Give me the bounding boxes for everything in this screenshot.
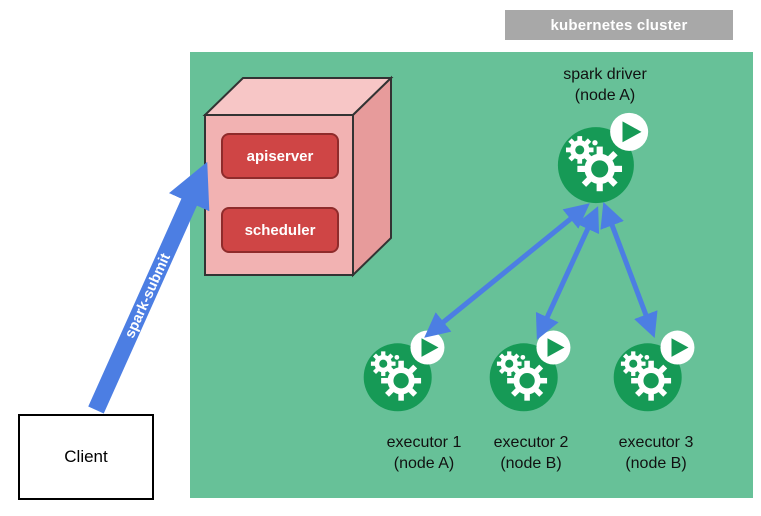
scheduler-box: scheduler [221,207,339,253]
spark-driver-pod-icon [556,110,651,205]
executor-2-label: executor 2 (node B) [461,432,601,474]
executor-1-label: executor 1 (node A) [354,432,494,474]
client-box: Client [18,414,154,500]
executor-3-node: (node B) [625,455,687,472]
executor-2-title: executor 2 [493,434,569,451]
executor-1-node: (node A) [393,455,455,472]
executor-3-title: executor 3 [618,434,694,451]
executor-2-pod-icon [488,328,573,413]
executor-1-title: executor 1 [386,434,462,451]
executor-1-pod-icon [362,328,447,413]
executor-3-pod-icon [612,328,697,413]
spark-driver-node: (node A) [574,87,636,104]
cluster-label: kubernetes cluster [505,10,733,40]
client-label: Client [64,447,108,466]
spark-driver-title: spark driver [563,66,647,83]
spark-submit-arrow [88,161,210,414]
apiserver-box: apiserver [221,133,339,179]
spark-submit-label: spark-submit [122,251,174,341]
executor-2-node: (node B) [500,455,562,472]
executor-3-label: executor 3 (node B) [586,432,726,474]
spark-driver-label: spark driver (node A) [530,64,680,106]
